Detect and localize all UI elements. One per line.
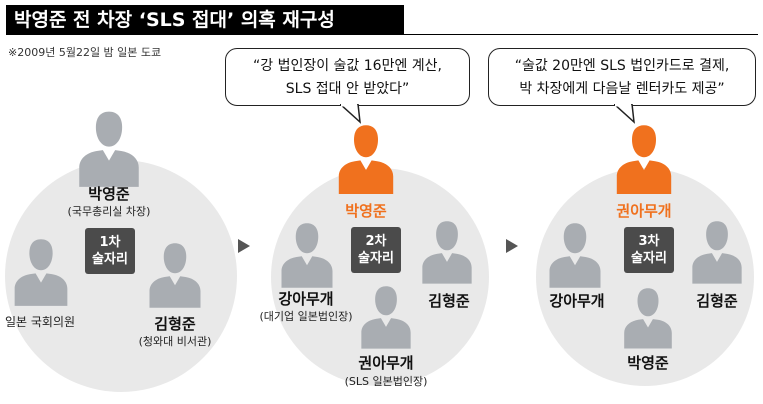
person-name-highlight: 권아무개 (616, 202, 672, 220)
person-icon-japanese-lawmaker (10, 236, 72, 306)
speech-tail-icon (340, 104, 361, 124)
person-icon-kim-round1 (145, 240, 205, 308)
person-icon-kim-round3 (688, 218, 746, 284)
person-name: 권아무개 (358, 354, 414, 372)
person-name-highlight: 박영준 (345, 202, 387, 220)
arrow-right-icon (506, 239, 518, 253)
round-badge: 1차 술자리 (85, 228, 135, 274)
quote-text: “술값 20만엔 SLS 법인카드로 결제, (514, 58, 730, 74)
person-name: 김형준 (696, 292, 738, 310)
person-icon-park-round1 (74, 108, 144, 187)
person-name: 박영준 (627, 354, 669, 372)
person-icon-kwon-round2 (357, 283, 415, 349)
person-name: 김형준 (154, 315, 196, 333)
speech-tail-icon (614, 104, 635, 124)
person-role: (SLS 일본법인장) (344, 375, 428, 388)
person-icon-kim-round2 (418, 218, 476, 284)
title-divider (6, 34, 758, 35)
round-badge: 2차 술자리 (351, 227, 401, 273)
person-icon-kwon-highlight (612, 122, 676, 194)
round-label: 술자리 (92, 252, 128, 267)
person-name: 박영준 (88, 185, 130, 203)
person-icon-kang-round3 (545, 220, 605, 288)
round-number: 1차 (99, 235, 121, 250)
person-role: 일본 국회의원 (4, 315, 76, 329)
person-role: (국무총리실 차장) (67, 205, 151, 218)
quote-bubble-round2: “강 법인장이 술값 16만엔 계산, SLS 접대 안 받았다” (225, 48, 470, 106)
round-label: 술자리 (631, 251, 667, 266)
person-name: 강아무개 (549, 292, 605, 310)
date-location-note: ※2009년 5월22일 밤 일본 도쿄 (8, 46, 162, 59)
person-name: 강아무개 (278, 290, 334, 308)
person-icon-park-round3 (620, 285, 676, 349)
round-1-circle (5, 160, 237, 392)
round-label: 술자리 (358, 251, 394, 266)
page-title: 박영준 전 차장 ‘SLS 접대’ 의혹 재구성 (6, 5, 404, 35)
quote-text: SLS 접대 안 받았다” (285, 81, 410, 97)
person-icon-park-highlight (334, 122, 398, 194)
round-number: 3차 (638, 234, 660, 249)
person-name: 김형준 (428, 292, 470, 310)
person-role: (청와대 비서관) (138, 335, 212, 348)
person-icon-kang-round2 (277, 220, 337, 288)
round-number: 2차 (365, 234, 387, 249)
arrow-right-icon (238, 239, 250, 253)
quote-text: 박 차장에게 다음날 렌터카도 제공” (519, 81, 725, 97)
quote-text: “강 법인장이 술값 16만엔 계산, (253, 58, 442, 74)
round-badge: 3차 술자리 (624, 227, 674, 273)
person-role: (대기업 일본법인장) (259, 310, 353, 323)
quote-bubble-round3: “술값 20만엔 SLS 법인카드로 결제, 박 차장에게 다음날 렌터카도 제… (488, 48, 756, 106)
